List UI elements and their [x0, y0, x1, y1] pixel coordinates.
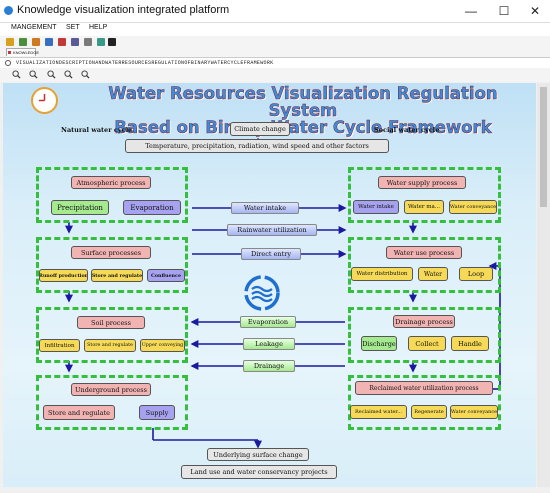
import-icon[interactable] — [32, 38, 40, 46]
water-use-process-box[interactable]: Water use process — [386, 246, 462, 259]
tab-row: KNOWLEDGE — [0, 48, 550, 57]
zoom-out-icon[interactable] — [29, 70, 38, 79]
atmospheric-process-box[interactable]: Atmospheric process — [71, 176, 151, 189]
water-conveyance-box[interactable]: Water conveyance — [449, 200, 497, 214]
water-management-box[interactable]: Water ma... — [404, 200, 444, 214]
soil-process-box[interactable]: Soil process — [77, 316, 145, 329]
handle-box[interactable]: Handle — [451, 336, 489, 351]
water-intake-box[interactable]: Water intake — [353, 200, 399, 214]
minimize-button[interactable]: — — [465, 4, 477, 18]
underground-process-box[interactable]: Underground process — [71, 383, 151, 396]
view-toolbar — [0, 68, 550, 82]
open-folder-icon[interactable] — [6, 38, 14, 46]
water-supply-section — [348, 167, 501, 223]
delete-icon[interactable] — [58, 38, 66, 46]
direct-entry-flow[interactable]: Direct entry — [241, 248, 301, 260]
loop-box[interactable]: Loop — [459, 267, 493, 281]
reclaimed-section — [348, 375, 501, 430]
climate-change-box[interactable]: Climate change — [230, 122, 290, 136]
user-icon[interactable] — [97, 38, 105, 46]
evaporation-flow[interactable]: Evaporation — [240, 316, 296, 328]
window-title: Knowledge visualization integrated platf… — [17, 4, 230, 16]
underground-section — [36, 375, 188, 430]
tab-label: KNOWLEDGE — [13, 50, 40, 55]
runoff-production-box[interactable]: Runoff production — [39, 269, 88, 282]
water-use-section — [348, 237, 501, 293]
confluence-box[interactable]: Confluence — [147, 269, 185, 282]
reclaimed-water-box[interactable]: Reclaimed water... — [350, 405, 407, 419]
leakage-flow[interactable]: Leakage — [243, 338, 295, 350]
menu-bar: MANGEMENT SET HELP — [0, 23, 550, 36]
water-supply-process-box[interactable]: Water supply process — [378, 176, 466, 189]
supply-box[interactable]: Supply — [139, 405, 175, 420]
drainage-section — [348, 307, 501, 363]
diagram-canvas: Water Resources Visualization Regulation… — [3, 83, 536, 487]
soil-store-box[interactable]: Store and regulate — [84, 339, 136, 352]
discharge-box[interactable]: Discharge — [361, 336, 397, 351]
close-button[interactable]: ✕ — [529, 4, 541, 18]
clock-icon — [31, 87, 58, 114]
zoom-reset-icon[interactable] — [64, 70, 73, 79]
reclaimed-conveyance-box[interactable]: Water conveyance — [450, 405, 498, 419]
maximize-button[interactable]: ☐ — [498, 4, 510, 18]
database-icon[interactable] — [45, 38, 53, 46]
diagram-title: Water Resources Visualization Regulation… — [73, 84, 533, 137]
print-icon[interactable] — [71, 38, 79, 46]
document-settings-icon[interactable] — [5, 60, 11, 66]
main-toolbar — [0, 36, 550, 48]
vertical-scrollbar[interactable] — [537, 83, 550, 487]
scrollbar-thumb[interactable] — [540, 87, 547, 207]
water-intake-flow[interactable]: Water intake — [231, 202, 299, 214]
water-cycle-icon — [244, 275, 280, 311]
surface-processes-box[interactable]: Surface processes — [71, 246, 151, 259]
rainwater-utilization-flow[interactable]: Rainwater utilization — [227, 224, 317, 236]
settings-icon[interactable] — [84, 38, 92, 46]
regenerate-box[interactable]: Regenerate — [411, 405, 447, 419]
evaporation-box[interactable]: Evaporation — [123, 200, 181, 215]
app-logo-icon — [4, 6, 13, 15]
collect-box[interactable]: Collect — [408, 336, 446, 351]
menu-help[interactable]: HELP — [89, 24, 108, 31]
diagram-title-line2: Based on Binary Water Cycle Framework — [114, 118, 492, 137]
title-bar: Knowledge visualization integrated platf… — [0, 0, 550, 23]
zoom-actual-icon[interactable] — [81, 70, 90, 79]
land-use-box[interactable]: Land use and water conservancy projects — [181, 465, 337, 479]
infiltration-box[interactable]: Infiltration — [39, 339, 80, 352]
precipitation-box[interactable]: Precipitation — [51, 200, 109, 215]
underlying-surface-box[interactable]: Underlying surface change — [207, 448, 309, 461]
diagram-title-line1: Water Resources Visualization Regulation… — [108, 84, 498, 120]
tab-knowledge[interactable]: KNOWLEDGE — [6, 48, 40, 56]
water-distribution-box[interactable]: Water distribution — [351, 267, 413, 281]
reclaimed-process-box[interactable]: Reclaimed water utilization process — [355, 381, 493, 395]
camera-icon[interactable] — [108, 38, 116, 46]
factors-box[interactable]: Temperature, precipitation, radiation, w… — [125, 139, 389, 153]
soil-section — [36, 307, 188, 363]
water-box[interactable]: Water — [418, 267, 448, 281]
document-title: VISUALIZATIONDESCRIPTIONANDWATERRESOURCE… — [16, 60, 274, 66]
zoom-fit-icon[interactable] — [47, 70, 56, 79]
surface-store-box[interactable]: Store and regulate — [91, 269, 143, 282]
drainage-process-box[interactable]: Drainage process — [393, 315, 455, 328]
natural-cycle-label: Natural water cycle — [61, 126, 133, 134]
menu-set[interactable]: SET — [66, 24, 80, 31]
drainage-flow[interactable]: Drainage — [243, 360, 295, 372]
surface-section — [36, 237, 188, 293]
underground-store-box[interactable]: Store and regulate — [43, 405, 115, 420]
save-icon[interactable] — [19, 38, 27, 46]
menu-management[interactable]: MANGEMENT — [11, 24, 57, 31]
social-cycle-label: Social water cycle — [374, 126, 440, 134]
atmospheric-section — [36, 167, 188, 223]
document-icon — [8, 51, 11, 54]
zoom-in-icon[interactable] — [12, 70, 21, 79]
upper-conveying-box[interactable]: Upper conveying — [140, 339, 185, 352]
